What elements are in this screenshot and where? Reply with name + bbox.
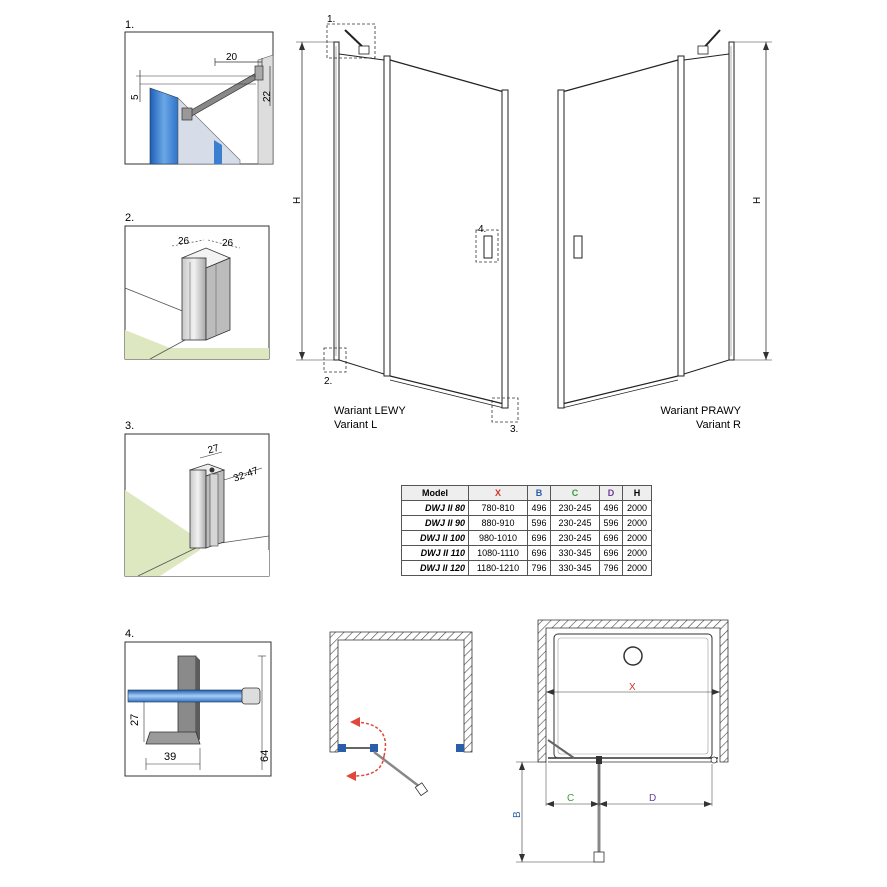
door-swing-plan [329,631,473,797]
header-x: X [468,485,528,501]
cell-d: 496 [599,500,623,516]
variant-left-line1: Wariant LEWY [334,405,406,417]
detail-1-dim-5: 5 [130,94,141,100]
front-right-height-label: H [752,197,763,204]
cell-x: 1180-1210 [468,560,528,576]
detail-1-dim-22: 22 [262,90,273,102]
detail-3: 3. 27 32-47 [124,420,270,577]
cell-d: 696 [599,545,623,561]
cell-x: 880-910 [468,515,528,531]
front-view-left: H 1. 2. 4. 3. Wariant LEWY Variant L [292,14,519,435]
front-left-callout-2: 2. [324,376,332,387]
cell-h: 2000 [622,515,652,531]
cell-model: DWJ II 90 [401,515,469,531]
detail-4: 4. 27 39 64 [124,628,272,777]
table-row: DWJ II 80 780-810 496 230-245 496 2000 [401,500,652,516]
detail-2-dim-26b: 26 [222,238,234,249]
detail-2: 2. 26 26 [124,212,270,360]
variant-left-line2: Variant L [334,419,377,431]
cell-x: 780-810 [468,500,528,516]
table-header-row: Model X B C D H [401,485,652,501]
cell-c: 330-345 [550,545,600,561]
cell-h: 2000 [622,545,652,561]
cell-h: 2000 [622,560,652,576]
table-row: DWJ II 120 1180-1210 796 330-345 796 200… [401,560,652,576]
detail-4-dim-64: 64 [259,750,271,762]
detail-4-number: 4. [125,628,134,640]
cell-c: 230-245 [550,500,600,516]
header-model: Model [401,485,469,501]
cell-model: DWJ II 110 [401,545,469,561]
plan-x-label: X [629,682,636,693]
variant-right-line1: Wariant PRAWY [661,405,742,417]
table-row: DWJ II 110 1080-1110 696 330-345 696 200… [401,545,652,561]
front-left-callout-4: 4. [478,224,486,235]
front-left-height-label: H [292,197,303,204]
detail-3-number: 3. [125,420,134,432]
detail-1-number: 1. [125,19,134,31]
cell-d: 696 [599,530,623,546]
cell-b: 596 [527,515,551,531]
front-left-callout-3: 3. [510,424,518,435]
plan-b-label: B [512,811,523,818]
cell-c: 230-245 [550,515,600,531]
header-b: B [527,485,551,501]
detail-4-dim-39: 39 [164,751,176,763]
plan-c-label: C [567,793,574,804]
cell-model: DWJ II 80 [401,500,469,516]
cell-b: 496 [527,500,551,516]
header-d: D [599,485,623,501]
installation-plan: X C D B [512,619,729,863]
cell-model: DWJ II 120 [401,560,469,576]
cell-c: 330-345 [550,560,600,576]
cell-d: 796 [599,560,623,576]
cell-model: DWJ II 100 [401,530,469,546]
detail-3-dim-27: 27 [207,443,221,457]
detail-2-dim-26a: 26 [178,236,190,247]
cell-x: 1080-1110 [468,545,528,561]
cell-c: 230-245 [550,530,600,546]
dimensions-table: Model X B C D H DWJ II 80 780-810 496 23… [401,485,652,576]
cell-b: 696 [527,545,551,561]
cell-h: 2000 [622,530,652,546]
cell-d: 596 [599,515,623,531]
variant-right-line2: Variant R [696,419,741,431]
cell-h: 2000 [622,500,652,516]
plan-d-label: D [649,793,656,804]
front-view-right: H Wariant PRAWY Variant R [557,29,772,431]
table-row: DWJ II 100 980-1010 696 230-245 696 2000 [401,530,652,546]
detail-1-dim-20: 20 [226,52,238,63]
cell-b: 796 [527,560,551,576]
cell-b: 696 [527,530,551,546]
front-left-callout-1: 1. [327,14,335,25]
header-c: C [550,485,600,501]
table-row: DWJ II 90 880-910 596 230-245 596 2000 [401,515,652,531]
header-h: H [622,485,652,501]
detail-1: 1. 20 5 22 [124,19,274,165]
detail-2-number: 2. [125,212,134,224]
detail-4-dim-27: 27 [129,714,141,726]
cell-x: 980-1010 [468,530,528,546]
